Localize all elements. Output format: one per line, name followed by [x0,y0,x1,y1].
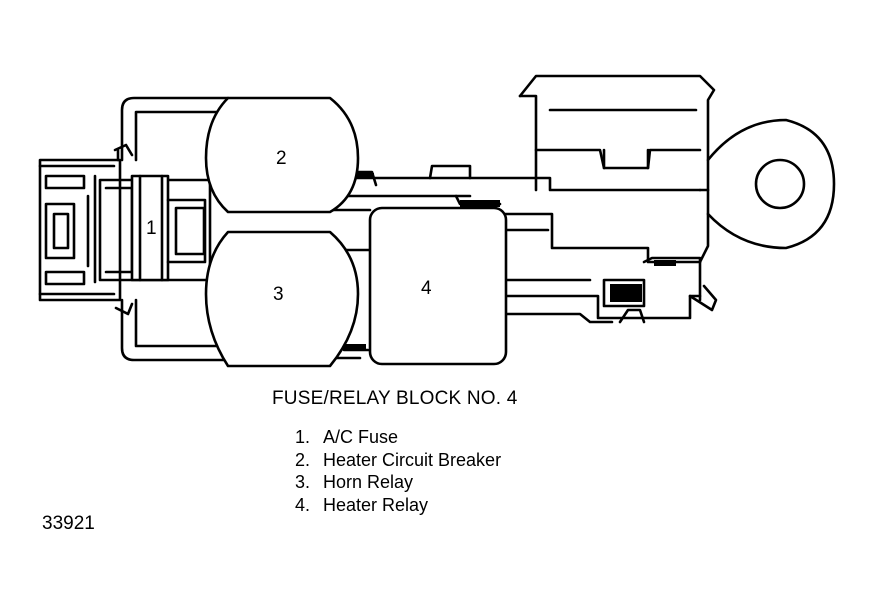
legend-item-label: Heater Circuit Breaker [323,449,502,470]
figure-number: 33921 [42,513,95,534]
legend-item-number: 1. [295,427,311,447]
legend-item: 2. Heater Circuit Breaker [295,449,501,472]
legend-item-number: 2. [295,449,311,470]
legend-item-label: A/C Fuse [323,427,399,447]
component-2-label: 2 [276,148,287,169]
right-bracket [518,74,836,264]
legend-item: 3. Horn Relay [295,471,501,494]
legend-item-number: 3. [295,472,311,492]
component-3-label: 3 [273,284,284,305]
legend-item: 1. A/C Fuse [295,426,501,449]
legend-item-number: 4. [295,494,311,515]
diagram-caption: FUSE/RELAY BLOCK NO. 4 [272,388,518,409]
left-connector [38,158,122,302]
component-4-heater-relay: 4 [368,206,508,366]
fuse-holder [98,174,212,282]
component-2-heater-circuit-breaker: 2 [204,96,360,214]
legend-item-label: Heater Relay [323,494,429,515]
legend-item: 4. Heater Relay [295,494,501,517]
legend-item-label: Horn Relay [323,472,414,492]
component-3-horn-relay: 3 [204,230,360,368]
legend-list: 1. A/C Fuse 2. Heater Circuit Breaker 3. Ho… [295,426,501,516]
component-4-label: 4 [421,278,432,299]
component-1-label: 1 [146,218,157,239]
